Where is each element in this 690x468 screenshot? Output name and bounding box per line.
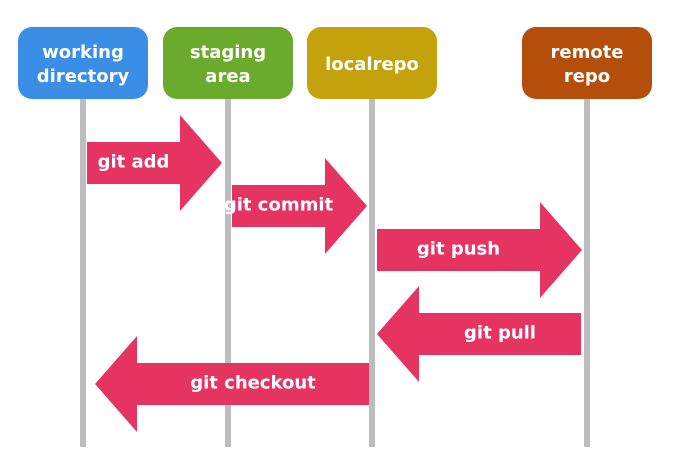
arrow-git-checkout: git checkout (95, 336, 369, 432)
lifeline-localrepo (369, 95, 375, 447)
node-label-working-directory-1: directory (37, 66, 130, 87)
node-label-localrepo-0: localrepo (325, 54, 419, 75)
arrow-git-commit: git commit (224, 158, 367, 254)
node-box-localrepo (307, 27, 437, 99)
arrow-label-git-add: git add (98, 152, 170, 173)
nodes: working directory staging area localrepo remo… (18, 27, 652, 99)
node-box-working-directory (18, 27, 148, 99)
node-remote-repo: remote repo (522, 27, 652, 99)
lifeline-working-directory (80, 95, 86, 447)
node-label-staging-area-1: area (205, 66, 250, 87)
arrow-shape-git-pull (377, 286, 581, 382)
arrow-shape-git-push (377, 202, 582, 298)
node-label-remote-repo-1: repo (564, 66, 610, 87)
node-label-working-directory-0: working (42, 42, 124, 63)
node-working-directory: working directory (18, 27, 148, 99)
node-label-staging-area-0: staging (190, 42, 266, 63)
arrow-shape-git-checkout (95, 336, 369, 432)
arrow-git-push: git push (377, 202, 582, 298)
arrow-label-git-checkout: git checkout (190, 373, 316, 394)
arrow-shape-git-commit (232, 158, 367, 254)
lifeline-remote-repo (584, 95, 590, 447)
node-box-remote-repo (522, 27, 652, 99)
arrow-label-git-pull: git pull (464, 323, 536, 344)
arrows: git add git commit git push git pull git che… (87, 115, 582, 432)
arrow-git-pull: git pull (377, 286, 581, 382)
arrow-label-git-commit: git commit (224, 195, 334, 216)
arrow-shape-git-add (87, 115, 222, 211)
node-label-remote-repo-0: remote (550, 42, 623, 63)
node-box-staging-area (163, 27, 293, 99)
arrow-git-add: git add (87, 115, 222, 211)
node-localrepo: localrepo (307, 27, 437, 99)
lifelines (80, 95, 590, 447)
lifeline-staging-area (225, 95, 231, 447)
node-staging-area: staging area (163, 27, 293, 99)
arrow-label-git-push: git push (417, 239, 500, 260)
